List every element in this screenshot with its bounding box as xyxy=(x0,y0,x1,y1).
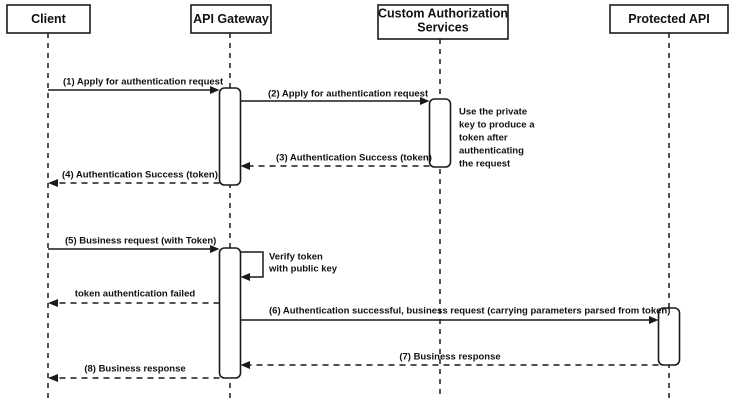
note-use-private-key: Use the private key to produce a token a… xyxy=(459,107,535,170)
message-1-label: (1) Apply for authentication request xyxy=(63,77,224,88)
participant-custom-authorization-services[interactable]: Custom Authorization Services xyxy=(377,4,509,40)
activation-api-gateway-business xyxy=(218,247,242,379)
message-5-business-request-with-token: (5) Business request (with Token) xyxy=(48,236,220,253)
activation-api-gateway-auth xyxy=(218,87,242,186)
message-self-label-line1: Verify token xyxy=(269,252,323,263)
message-8-label: (8) Business response xyxy=(84,364,185,375)
message-4-authentication-success-token: (4) Authentication Success (token) xyxy=(48,170,220,187)
message-3-label: (3) Authentication Success (token) xyxy=(276,153,432,164)
message-4-label: (4) Authentication Success (token) xyxy=(62,170,218,181)
message-2-apply-for-authentication-request: (2) Apply for authentication request xyxy=(240,89,430,105)
note-line-2: key to produce a xyxy=(459,120,535,131)
message-token-authentication-failed: token authentication failed xyxy=(48,289,220,307)
participant-label-custom-authorization-line1: Custom Authorization xyxy=(378,6,508,20)
message-6-authentication-successful-business-request: (6) Authentication successful, business … xyxy=(240,306,670,324)
participant-label-api-gateway: API Gateway xyxy=(193,12,269,26)
participant-label-custom-authorization-line2: Services xyxy=(417,20,468,34)
note-line-5: the request xyxy=(459,159,511,170)
message-1-apply-for-authentication-request: (1) Apply for authentication request xyxy=(48,77,224,94)
message-7-business-response: (7) Business response xyxy=(240,352,659,369)
note-line-3: token after xyxy=(459,133,508,144)
message-2-label: (2) Apply for authentication request xyxy=(268,89,429,100)
participant-api-gateway[interactable]: API Gateway xyxy=(190,4,272,34)
message-6-label: (6) Authentication successful, business … xyxy=(269,306,670,317)
activation-custom-authorization-services xyxy=(428,98,452,168)
participant-client[interactable]: Client xyxy=(6,4,91,34)
message-self-label-line2: with public key xyxy=(268,264,338,275)
activation-protected-api xyxy=(657,307,681,366)
note-line-1: Use the private xyxy=(459,107,527,118)
message-5-label: (5) Business request (with Token) xyxy=(65,236,216,247)
message-token-authentication-failed-label: token authentication failed xyxy=(75,289,196,300)
participant-protected-api[interactable]: Protected API xyxy=(609,4,729,34)
message-8-business-response: (8) Business response xyxy=(48,364,220,382)
message-3-authentication-success-token: (3) Authentication Success (token) xyxy=(240,153,432,170)
message-7-label: (7) Business response xyxy=(399,352,500,363)
message-self-verify-token-with-public-key: Verify token with public key xyxy=(240,251,338,281)
note-line-4: authenticating xyxy=(459,146,524,157)
participant-label-client: Client xyxy=(31,12,67,26)
participant-label-protected-api: Protected API xyxy=(628,12,710,26)
